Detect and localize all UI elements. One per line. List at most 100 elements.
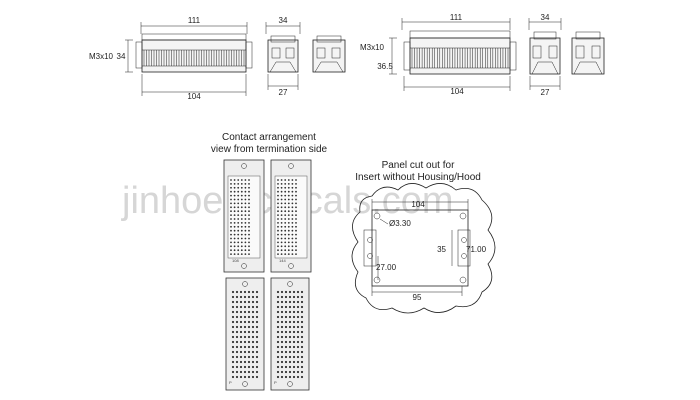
contact-dot: [295, 179, 297, 181]
contact-dot: [292, 290, 296, 294]
contact-dot: [280, 345, 284, 349]
contact-dot: [295, 249, 297, 252]
contact-dot: [280, 315, 284, 319]
corner-label-144: 144: [279, 258, 286, 263]
contact-dot: [291, 190, 294, 193]
contact-dot: [244, 249, 247, 252]
contact-dot: [280, 253, 283, 256]
panel-cutout: 104 Ø3.30 35 71.00 27.00 95: [363, 199, 487, 302]
contact-dot: [231, 360, 235, 364]
contact-dot: [251, 315, 255, 319]
contact-dot: [251, 355, 255, 359]
contact-dot: [284, 253, 287, 256]
contact-dot: [243, 330, 247, 334]
contact-dot: [239, 375, 243, 379]
contact-dot: [247, 350, 251, 354]
contact-dot: [291, 237, 294, 240]
contact-dot: [277, 222, 279, 224]
contact-dot: [291, 222, 294, 224]
contact-dot: [231, 330, 235, 334]
contact-dot: [248, 218, 250, 220]
top-left-front-view: 111 34 M3x10 104: [89, 16, 253, 101]
contact-dot: [230, 237, 232, 240]
contact-dot: [230, 233, 232, 236]
contact-dot: [231, 305, 235, 309]
contact-title-line2: view from termination side: [211, 144, 328, 155]
contact-dot: [296, 295, 300, 299]
contact-dot: [248, 241, 250, 244]
contact-dot: [240, 183, 243, 185]
contact-dot: [239, 320, 243, 324]
contact-dot: [235, 365, 239, 369]
contact-dot: [284, 222, 287, 224]
contact-dot: [288, 335, 292, 339]
contact-dot: [300, 330, 304, 334]
contact-dot: [292, 340, 296, 344]
contact-dot: [284, 214, 287, 217]
contact-dot: [300, 295, 304, 299]
contact-dot: [295, 225, 297, 228]
contact-dot: [251, 360, 255, 364]
contact-dot: [239, 295, 243, 299]
contact-dot: [233, 225, 236, 228]
contact-dot: [287, 233, 290, 236]
contact-dot: [243, 340, 247, 344]
contact-dot: [284, 315, 288, 319]
contact-dot: [248, 233, 250, 236]
contact-dot: [240, 210, 243, 213]
contact-dot: [284, 233, 287, 236]
contact-dot: [244, 210, 247, 213]
contact-dot: [255, 295, 259, 299]
contact-dot: [280, 214, 283, 217]
panel-dim-bottom-width: 95: [413, 293, 422, 302]
panel-dim-height-right: 35: [437, 245, 446, 254]
contact-dot: [291, 241, 294, 244]
contact-dot: [239, 345, 243, 349]
contact-dot: [284, 190, 287, 193]
contact-dot: [280, 355, 284, 359]
contact-dot: [243, 360, 247, 364]
dim-screw-2: M3x10: [360, 43, 385, 52]
contact-dot: [230, 253, 232, 256]
contact-dot: [284, 198, 287, 201]
contact-dot: [296, 305, 300, 309]
contact-dot: [296, 320, 300, 324]
contact-dot: [243, 365, 247, 369]
contact-dot: [244, 183, 247, 185]
contact-dot: [284, 325, 288, 329]
contact-dot: [231, 295, 235, 299]
contact-dot: [300, 320, 304, 324]
contact-dot: [277, 245, 279, 248]
contact-dot: [251, 375, 255, 379]
contact-dot: [295, 194, 297, 197]
panel-dim-depth-right: 71.00: [466, 245, 487, 254]
contact-dot: [247, 295, 251, 299]
contact-dot: [230, 194, 232, 197]
contact-dot: [300, 355, 304, 359]
contact-dot: [248, 194, 250, 197]
dim-height-2: 36.5: [377, 62, 393, 71]
contact-dot: [244, 218, 247, 220]
contact-dot: [230, 179, 232, 181]
contact-dot: [277, 233, 279, 236]
contact-dot: [243, 310, 247, 314]
contact-dot: [247, 305, 251, 309]
contact-dot: [247, 315, 251, 319]
contact-dot: [295, 241, 297, 244]
contact-dot: [276, 305, 280, 309]
contact-dot: [248, 179, 250, 181]
contact-dot: [240, 241, 243, 244]
contact-dot: [244, 253, 247, 256]
contact-dot: [247, 325, 251, 329]
contact-dot: [280, 335, 284, 339]
contact-dot: [284, 320, 288, 324]
contact-dot: [276, 365, 280, 369]
contact-dot: [284, 237, 287, 240]
contact-dot: [243, 290, 247, 294]
contact-dot: [276, 360, 280, 364]
contact-dot: [291, 229, 294, 232]
contact-dot: [237, 253, 240, 256]
contact-dot: [288, 355, 292, 359]
contact-dot: [284, 194, 287, 197]
contact-dot: [288, 305, 292, 309]
